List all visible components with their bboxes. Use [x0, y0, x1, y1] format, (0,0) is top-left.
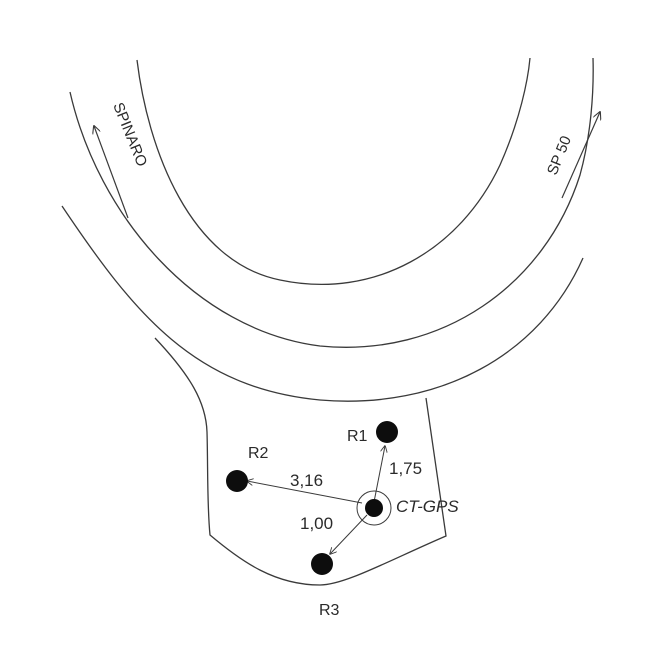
site-outline: [154, 337, 447, 586]
point-marker-r2: [226, 470, 248, 492]
point-label-r3: R3: [319, 602, 340, 619]
distance-line-r1: [373, 446, 385, 503]
sp50-direction-arrow: [561, 112, 600, 199]
point-marker-r3: [311, 553, 333, 575]
point-label-r1: R1: [347, 428, 368, 445]
road-label-sp50: SP 50: [544, 133, 575, 177]
road-inner-edge: [136, 57, 531, 285]
distance-line-r3: [330, 514, 368, 554]
distance-line-r2: [247, 481, 363, 504]
point-label-r2: R2: [248, 445, 269, 462]
point-marker-r1: [376, 421, 398, 443]
station-ring: [356, 490, 392, 526]
spinaro-direction-arrow: [94, 126, 129, 219]
distance-label-r2: 3,16: [290, 471, 323, 490]
station-label: CT-GPS: [396, 497, 459, 516]
distance-label-r1: 1,75: [389, 459, 422, 478]
road-middle-edge: [69, 57, 594, 348]
road-label-spinaro: SPINARO: [109, 100, 150, 169]
distance-label-r3: 1,00: [300, 514, 333, 533]
station-marker: [365, 499, 383, 517]
road-outer-edge: [61, 205, 584, 402]
